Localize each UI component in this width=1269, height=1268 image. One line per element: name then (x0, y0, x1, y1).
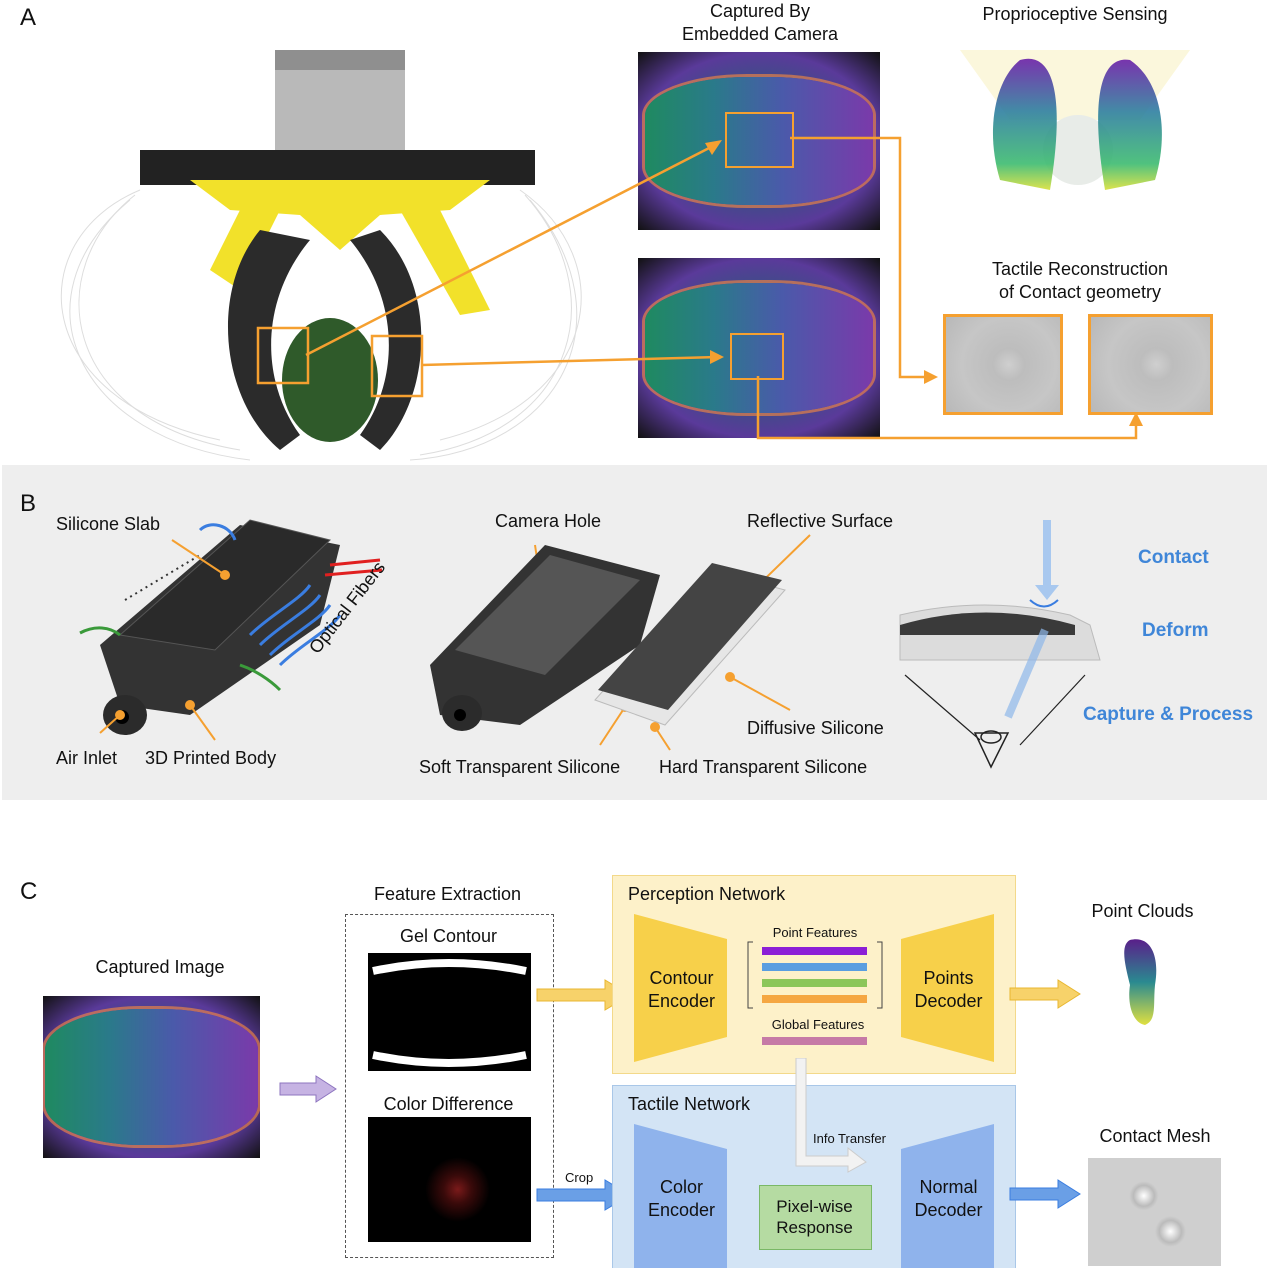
label-line: Decoder (914, 1200, 983, 1220)
title-line: Tactile Reconstruction (991, 259, 1169, 279)
global-features-label: Global Features (771, 1017, 865, 1032)
label-crop: Crop (565, 1170, 594, 1185)
panel-a-letter: A (20, 4, 37, 31)
color-difference-title: Color Difference (383, 1094, 514, 1114)
info-transfer-arrow (795, 1058, 867, 1173)
feature-bar (762, 947, 867, 955)
label-hard-transparent-silicone: Hard Transparent Silicone (659, 757, 868, 777)
label-silicone-slab: Silicone Slab (56, 514, 161, 534)
title-line: Captured By (709, 1, 811, 21)
color-difference-image (368, 1117, 531, 1242)
feature-bar (762, 995, 867, 1003)
label-line: Response (776, 1218, 853, 1237)
title-line: of Contact geometry (998, 282, 1162, 302)
label-line: Pixel-wise (776, 1197, 853, 1216)
sensor-exploded-view (79, 519, 1101, 769)
gel-contour-image (368, 953, 531, 1071)
color-encoder-shape (634, 1124, 727, 1268)
label-line: Contour (649, 968, 714, 988)
label-reflective-surface: Reflective Surface (747, 511, 894, 531)
roi-box (725, 112, 794, 168)
gripper-photo (60, 50, 582, 461)
label-line: Color (659, 1177, 703, 1197)
points-decoder-label: Points Decoder (901, 967, 996, 1013)
title-line: Embedded Camera (681, 24, 839, 44)
contour-encoder-label: Contour Encoder (634, 967, 729, 1013)
label-line: Points (923, 968, 974, 988)
point-features-label: Point Features (772, 925, 858, 940)
global-feature-bar (762, 1037, 867, 1045)
proprioceptive-point-cloud (960, 50, 1190, 191)
tactile-reconstruction-1 (943, 314, 1063, 415)
point-clouds-title: Point Clouds (1091, 901, 1194, 921)
label-3d-printed-body: 3D Printed Body (145, 748, 277, 768)
label-diffusive-silicone: Diffusive Silicone (747, 718, 884, 738)
label-line: Decoder (914, 991, 983, 1011)
tactile-reconstruction-2 (1088, 314, 1213, 415)
perception-network-title: Perception Network (628, 884, 786, 904)
captured-image-title: Captured Image (95, 957, 225, 977)
point-cloud-image (1124, 939, 1157, 1025)
feature-bar (762, 963, 867, 971)
normal-decoder-shape (901, 1124, 994, 1268)
roi-box (730, 333, 784, 380)
tactile-reconstruction-title: Tactile Reconstruction of Contact geomet… (965, 258, 1195, 304)
tactile-network-title: Tactile Network (628, 1094, 751, 1114)
captured-by-camera-title: Captured By Embedded Camera (660, 0, 860, 46)
pixel-wise-response-box (759, 1185, 872, 1250)
label-air-inlet: Air Inlet (56, 748, 118, 768)
label-soft-transparent-silicone: Soft Transparent Silicone (419, 757, 621, 777)
color-encoder-label: Color Encoder (634, 1176, 729, 1222)
feature-extraction-box (345, 914, 554, 1258)
contour-encoder-shape (634, 914, 727, 1062)
panel-c-letter: C (20, 878, 38, 905)
info-transfer-label: Info Transfer (813, 1131, 886, 1146)
label-line: Encoder (647, 1200, 716, 1220)
point-features-bars (747, 941, 883, 1009)
gel-contour-title: Gel Contour (399, 926, 498, 946)
label-contact: Contact (1138, 547, 1209, 568)
captured-image (43, 996, 260, 1158)
feature-bar (762, 979, 867, 987)
label-camera-hole: Camera Hole (495, 511, 602, 531)
contact-mesh-image (1088, 1158, 1221, 1266)
points-decoder-shape (901, 914, 994, 1062)
label-capture-process: Capture & Process (1083, 704, 1254, 725)
contact-mesh-title: Contact Mesh (1099, 1126, 1211, 1146)
pixel-wise-response-label: Pixel-wise Response (759, 1196, 870, 1238)
label-line: Encoder (647, 991, 716, 1011)
label-line: Normal (919, 1177, 978, 1197)
label-deform: Deform (1142, 620, 1209, 641)
proprioceptive-title: Proprioceptive Sensing (982, 4, 1168, 24)
arrow-right-icon (279, 1075, 337, 1103)
normal-decoder-label: Normal Decoder (901, 1176, 996, 1222)
feature-extraction-title: Feature Extraction (373, 884, 522, 904)
panel-b-letter: B (20, 490, 37, 517)
panel-c-arrows-right (1009, 979, 1081, 1209)
